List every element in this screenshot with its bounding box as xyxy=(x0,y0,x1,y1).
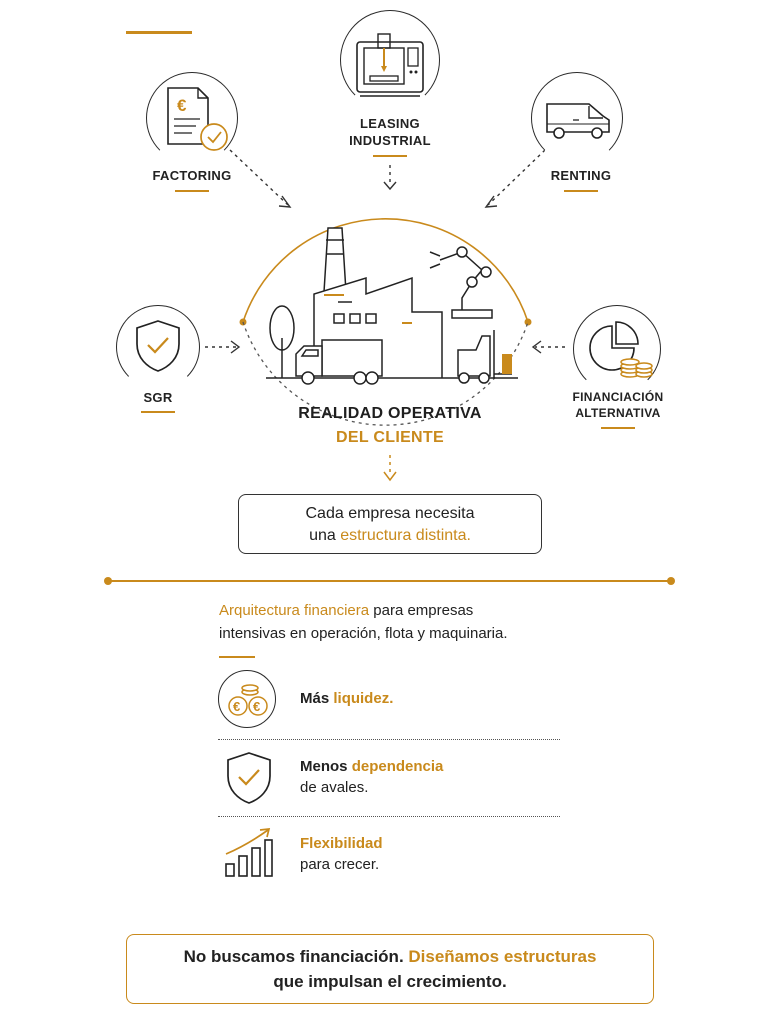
benefit-1-icon-circle xyxy=(218,670,276,728)
benefit-2-accent: dependencia xyxy=(351,758,444,775)
benefit-2-line-2: de avales. xyxy=(300,779,369,796)
shield-check-icon xyxy=(227,752,271,804)
factory-illustration xyxy=(266,227,518,385)
callout-line-1: Cada empresa necesita xyxy=(305,505,475,522)
benefit-2-prefix: Menos xyxy=(300,758,352,775)
footer-line-2: que impulsan el crecimiento. xyxy=(273,972,507,991)
diagram-connectors xyxy=(205,149,565,482)
callout-box xyxy=(238,494,542,554)
renting-underline xyxy=(564,190,598,192)
leasing-underline xyxy=(373,155,407,157)
footer-accent-1: Diseñamos estructuras xyxy=(408,947,597,966)
benefit-1-accent: liquidez. xyxy=(333,690,394,707)
pie-coins-icon xyxy=(589,321,653,378)
center-title-2: DEL CLIENTE xyxy=(336,429,444,446)
section-divider xyxy=(108,580,671,582)
benefit-3-line-1: Flexibilidad xyxy=(300,833,383,855)
financiacion-label-2: ALTERNATIVA xyxy=(575,406,661,420)
benefit-3-line-2: para crecer. xyxy=(300,856,380,873)
footer-box xyxy=(126,934,654,1004)
benefit-separator-2 xyxy=(218,816,560,817)
callout-line-2-accent: estructura distinta. xyxy=(340,527,471,544)
intro-rest: para empresas xyxy=(369,602,474,619)
factoring-underline xyxy=(175,190,209,192)
leasing-label-1: LEASING xyxy=(360,116,420,131)
intro-underline xyxy=(219,656,255,658)
factoring-label: FACTORING xyxy=(152,168,232,183)
sgr-label: SGR xyxy=(143,390,173,405)
divider-dot-right xyxy=(667,577,675,585)
cnc-machine-icon xyxy=(356,33,424,97)
top-accent-bar xyxy=(126,31,192,34)
benefit-1-line-1: Más liquidez. xyxy=(300,688,393,710)
financiacion-underline xyxy=(601,427,635,429)
euro-document-icon: € xyxy=(167,87,228,151)
divider-dot-left xyxy=(104,577,112,585)
van-icon xyxy=(546,103,610,139)
benefit-separator-1 xyxy=(218,739,560,740)
intro-line-2: intensivas en operación, flota y maquina… xyxy=(219,625,508,642)
svg-text:€: € xyxy=(233,699,240,714)
intro-accent: Arquitectura financiera xyxy=(219,602,370,619)
svg-text:€: € xyxy=(177,96,187,115)
callout-line-2-prefix: una xyxy=(309,527,341,544)
coins-euro-icon: € € xyxy=(228,684,268,716)
benefit-1-prefix: Más xyxy=(300,690,334,707)
intro-line-1: Arquitectura financiera para empresas xyxy=(219,600,599,622)
leasing-label-2: INDUSTRIAL xyxy=(349,133,431,148)
renting-label: RENTING xyxy=(550,168,612,183)
benefit-3-accent: Flexibilidad xyxy=(300,835,383,852)
svg-text:€: € xyxy=(253,699,260,714)
footer-line-1: No buscamos financiación. Diseñamos estr… xyxy=(126,946,654,968)
footer-part-1: No buscamos financiación. xyxy=(183,947,409,966)
growth-chart-icon xyxy=(225,828,273,877)
financiacion-label-1: FINANCIACIÓN xyxy=(572,390,664,404)
center-arc-top xyxy=(242,218,529,323)
center-title-1: REALIDAD OPERATIVA xyxy=(298,405,482,422)
sgr-underline xyxy=(141,411,175,413)
shield-check-icon xyxy=(136,320,180,372)
benefit-2-line-1: Menos dependencia xyxy=(300,756,443,778)
callout-line-2: una estructura distinta. xyxy=(238,525,542,547)
